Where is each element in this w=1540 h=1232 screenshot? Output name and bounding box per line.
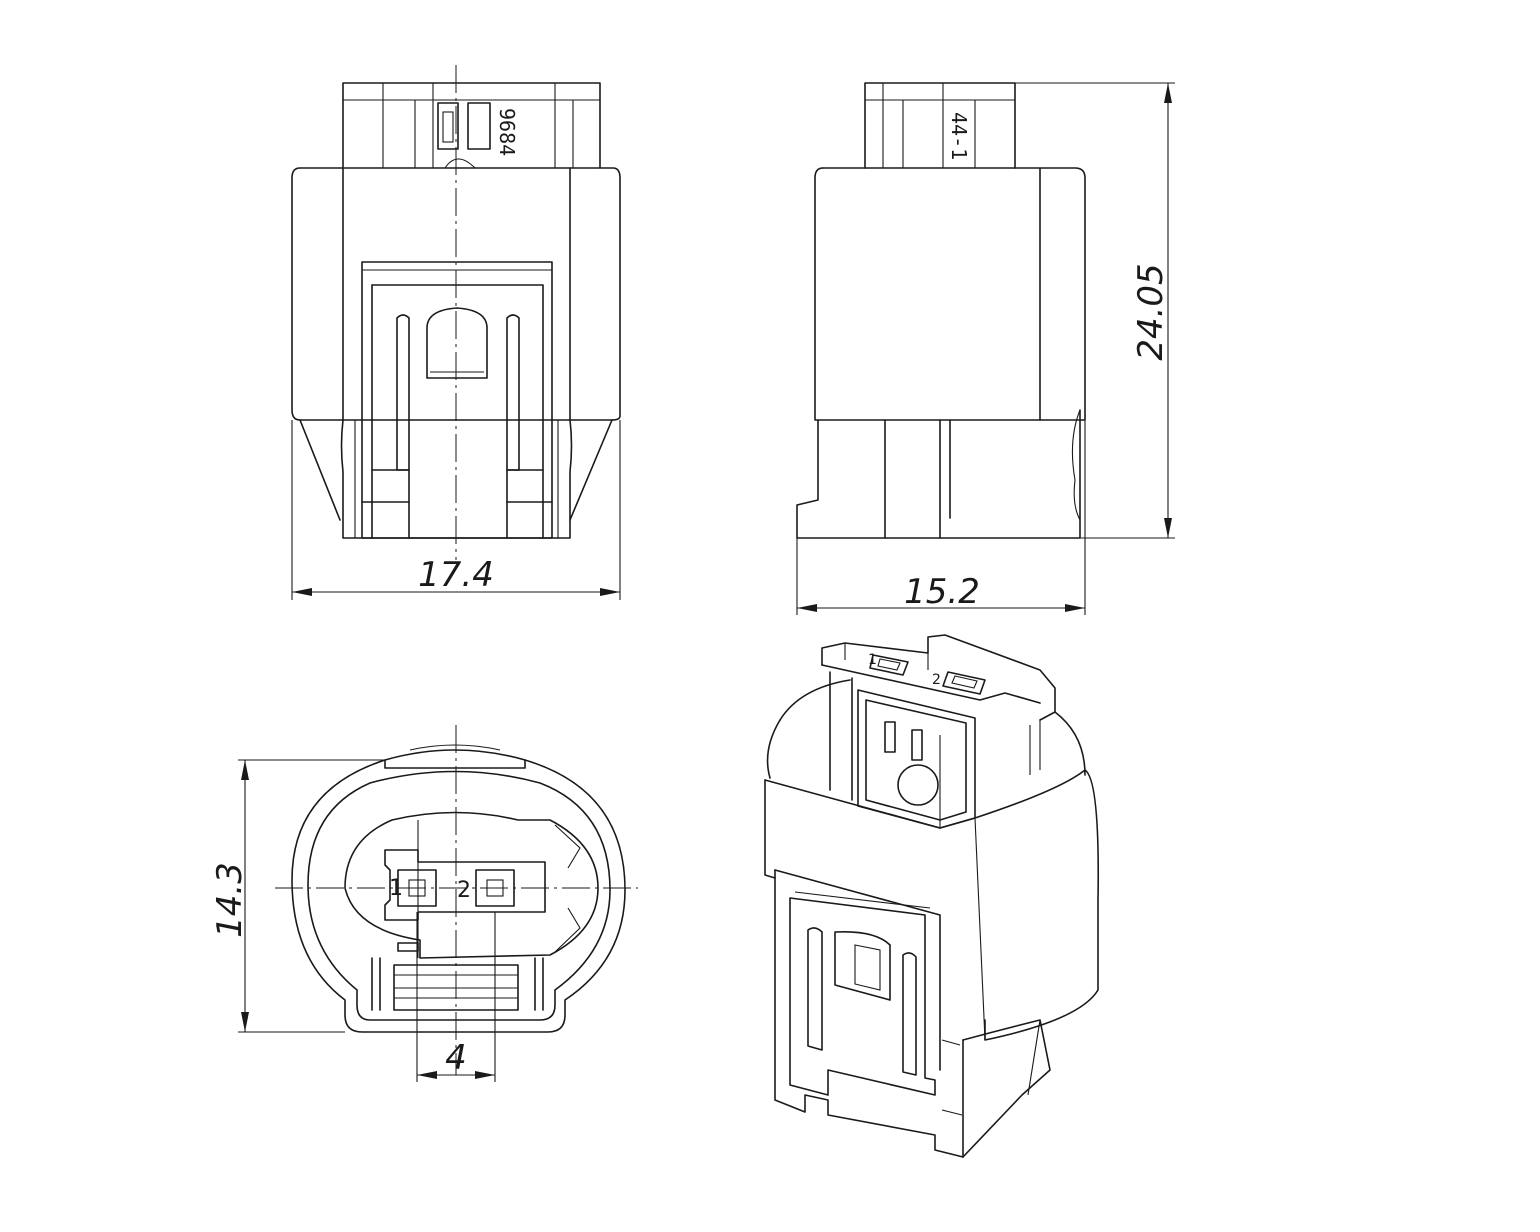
end-view: 1 2 14.3 4 [210, 725, 638, 1082]
end-pin2-label: 2 [457, 878, 471, 903]
end-pin1-label: 1 [389, 876, 403, 901]
side-height-dimension: 24.05 [1131, 263, 1171, 360]
side-part-marking: 44-1 [947, 112, 971, 160]
side-width-dimension: 15.2 [904, 572, 980, 612]
iso-pin1-label: 1 [868, 652, 877, 668]
iso-pin2-label: 2 [932, 672, 941, 688]
end-height-dimension: 14.3 [210, 862, 250, 938]
side-view: 44-1 24.05 15.2 [796, 82, 1175, 615]
front-view: 9684 17.4 [291, 65, 621, 600]
front-width-dimension: 17.4 [418, 555, 494, 595]
isometric-view: 1 2 [764, 634, 1100, 1158]
end-pitch-dimension: 4 [445, 1038, 467, 1078]
front-part-marking: 9684 [495, 108, 519, 156]
